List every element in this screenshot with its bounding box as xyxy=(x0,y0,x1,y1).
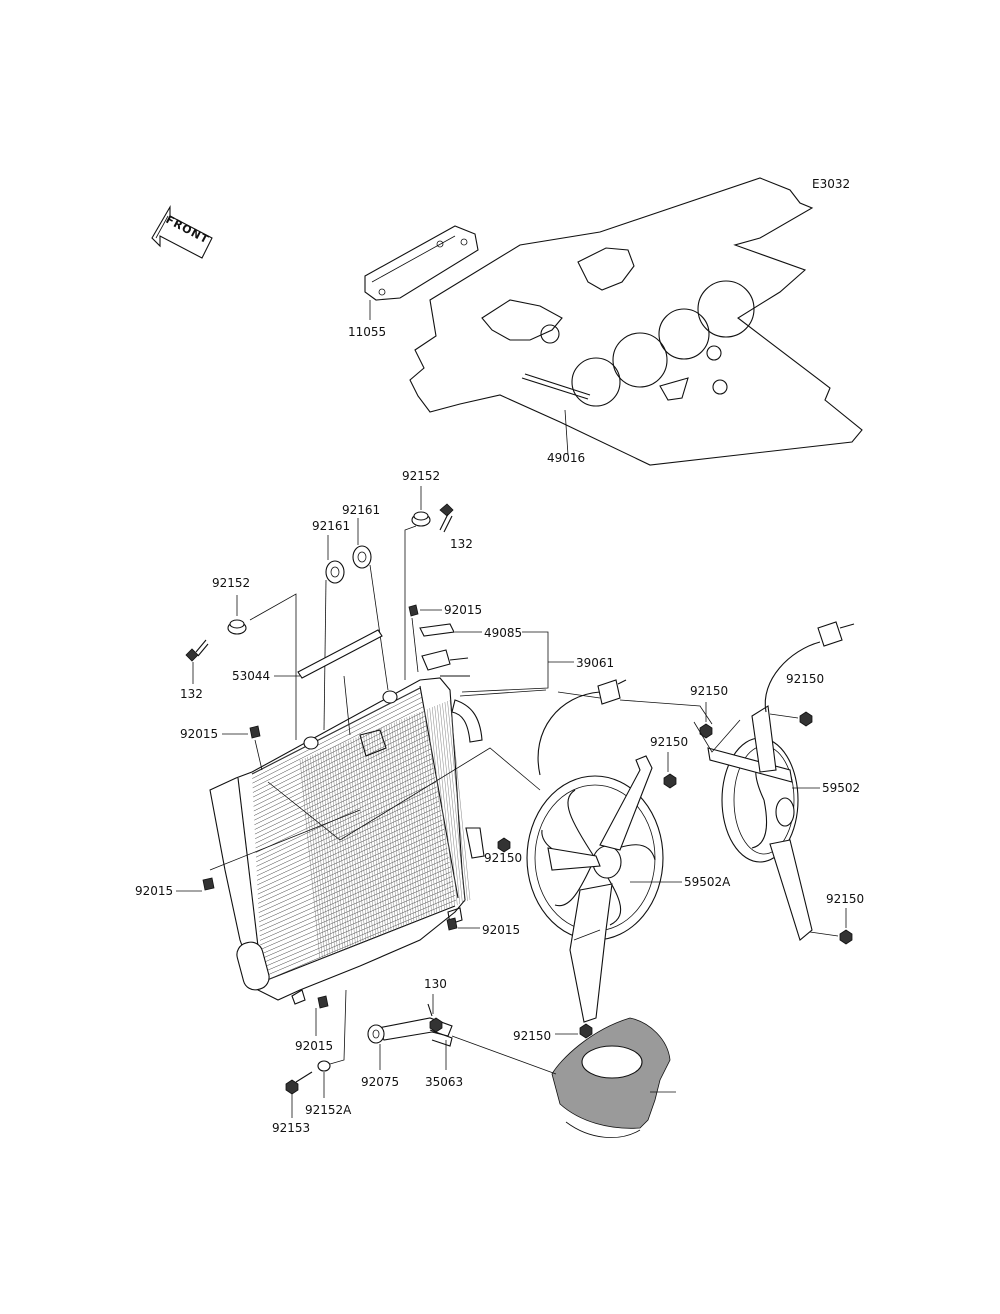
radiator xyxy=(209,677,485,1005)
nut-92150-b-icon xyxy=(799,711,813,727)
label-92152-top: 92152 xyxy=(402,469,440,483)
clip-92015-c xyxy=(202,877,215,891)
label-92150-b: 92150 xyxy=(786,672,824,686)
label-132-top: 132 xyxy=(450,537,473,551)
collar-92152A xyxy=(317,1060,331,1072)
bolt-132-top-icon xyxy=(439,503,454,533)
grommet-92161-a xyxy=(325,560,345,584)
label-92015-a: 92015 xyxy=(444,603,482,617)
label-92161-b: 92161 xyxy=(342,503,380,517)
label-92161-a: 92161 xyxy=(312,519,350,533)
label-39061: 39061 xyxy=(576,656,614,670)
label-59502: 59502 xyxy=(822,781,860,795)
label-92150-d: 92150 xyxy=(484,851,522,865)
label-92015-d: 92015 xyxy=(482,923,520,937)
collar-92152-top xyxy=(411,511,431,527)
nut-92150-d-icon xyxy=(497,837,511,853)
bolt-92153-icon xyxy=(285,1071,313,1095)
grommet-92161-b xyxy=(352,545,372,569)
cap-49085 xyxy=(419,623,455,637)
fan-59502A xyxy=(526,679,664,1023)
front-arrow-icon: FRONT xyxy=(151,204,213,259)
label-59502A: 59502A xyxy=(684,875,731,889)
clip-92015-e xyxy=(317,995,329,1009)
label-53044: 53044 xyxy=(232,669,270,683)
label-92152A: 92152A xyxy=(305,1103,352,1117)
diagram-code: E3032 xyxy=(812,177,850,191)
filler-neck-39061 xyxy=(421,649,470,677)
nut-92150-f-icon xyxy=(579,1023,593,1039)
fan-59502 xyxy=(707,621,855,941)
label-92153: 92153 xyxy=(272,1121,310,1135)
label-92015-b: 92015 xyxy=(180,727,218,741)
radiator-core-fins xyxy=(251,687,471,983)
label-92150-f: 92150 xyxy=(513,1029,551,1043)
label-35063: 35063 xyxy=(425,1075,463,1089)
heat-shield-plate xyxy=(409,177,863,466)
label-92015-c: 92015 xyxy=(135,884,173,898)
label-92150-c: 92150 xyxy=(650,735,688,749)
label-49085: 49085 xyxy=(484,626,522,640)
rod-53044 xyxy=(297,629,383,679)
label-49016: 49016 xyxy=(547,451,585,465)
grommet-92075 xyxy=(367,1024,385,1044)
collar-92152-left xyxy=(227,619,247,635)
bolt-132-left-icon xyxy=(185,639,209,662)
ring-left xyxy=(303,736,319,750)
label-92152-left: 92152 xyxy=(212,576,250,590)
crankcase-reference xyxy=(551,1017,676,1138)
label-92150-e: 92150 xyxy=(826,892,864,906)
label-92015-e: 92015 xyxy=(295,1039,333,1053)
nut-92150-a-icon xyxy=(699,723,713,739)
label-132-left: 132 xyxy=(180,687,203,701)
label-130: 130 xyxy=(424,977,447,991)
bracket-11055 xyxy=(364,225,479,320)
clip-92015-b xyxy=(249,725,261,739)
bolt-130-icon xyxy=(427,1003,443,1033)
label-92150-a: 92150 xyxy=(690,684,728,698)
nut-92150-e-icon xyxy=(839,929,853,945)
clip-92015-d xyxy=(446,917,458,931)
nut-92150-c-icon xyxy=(663,773,677,789)
label-92075: 92075 xyxy=(361,1075,399,1089)
clip-92015-a xyxy=(408,604,419,617)
label-11055: 11055 xyxy=(348,325,386,339)
ring-right xyxy=(382,690,398,704)
